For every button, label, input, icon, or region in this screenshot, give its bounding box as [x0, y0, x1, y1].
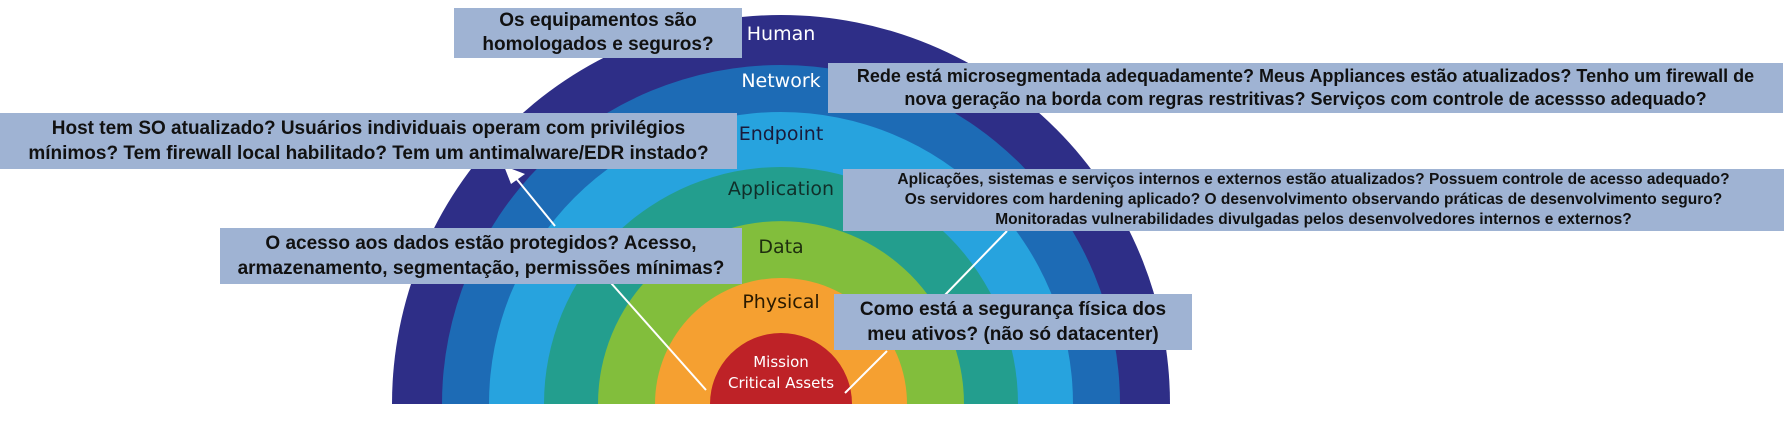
callout-network: Rede está microsegmentada adequadamente?…: [828, 63, 1783, 113]
connector-application: [943, 230, 1008, 297]
layer-label-mission-line2: Critical Assets: [728, 374, 834, 392]
layer-label-endpoint: Endpoint: [739, 123, 824, 145]
layer-label-network: Network: [741, 70, 820, 92]
connector-data: [610, 282, 707, 391]
layer-label-human: Human: [747, 23, 816, 45]
callout-endpoint: Host tem SO atualizado? Usuários individ…: [0, 113, 737, 169]
layer-label-mission-line1: Mission: [753, 353, 809, 371]
callout-human: Os equipamentos são homologados e seguro…: [454, 8, 742, 58]
callout-application: Aplicações, sistemas e serviços internos…: [843, 169, 1784, 231]
callout-data: O acesso aos dados estão protegidos? Ace…: [220, 228, 742, 284]
connector-endpoint: [514, 176, 556, 227]
connector-endpoint-arrowhead: [504, 166, 525, 184]
layer-label-physical: Physical: [742, 291, 819, 313]
callout-physical: Como está a segurança física dos meu ati…: [834, 294, 1192, 350]
layer-label-data: Data: [758, 236, 803, 258]
layer-ring-mission: [710, 333, 852, 404]
connector-physical: [844, 350, 888, 394]
layer-label-application: Application: [728, 178, 834, 200]
